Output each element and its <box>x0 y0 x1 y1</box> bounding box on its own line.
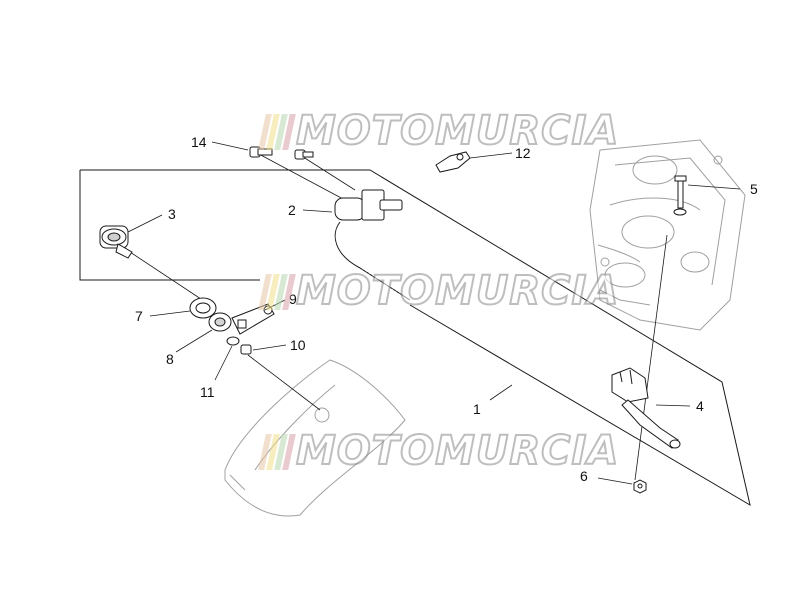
callout-2: 2 <box>288 202 296 218</box>
part-8-bushing <box>208 312 232 332</box>
callout-labels: 1 2 3 4 5 6 7 8 9 10 11 12 14 <box>135 134 758 484</box>
callout-4: 4 <box>696 398 704 414</box>
callout-11: 11 <box>200 384 215 400</box>
watermark-stripes <box>258 434 296 470</box>
watermark-top: MOTOMURCIA <box>258 107 619 155</box>
callout-1: 1 <box>473 401 481 417</box>
part-5-bolt <box>673 175 687 216</box>
callout-5: 5 <box>750 181 758 197</box>
watermark-stripes <box>258 274 296 310</box>
part-4-bracket <box>611 367 681 449</box>
part-7-ring <box>189 297 217 319</box>
leader-lines <box>127 141 741 485</box>
part-14-screw <box>249 146 273 158</box>
callout-7: 7 <box>135 308 143 324</box>
callout-9: 9 <box>289 291 297 307</box>
part-2-switch <box>334 189 411 301</box>
watermark-text: MOTOMURCIA <box>295 427 620 475</box>
watermark-text: MOTOMURCIA <box>295 267 620 315</box>
scooter-frame-sketch <box>589 139 746 331</box>
watermark-middle: MOTOMURCIA <box>258 267 619 315</box>
part-3-knob <box>99 225 133 259</box>
callout-3: 3 <box>168 206 176 222</box>
part-small-screw <box>294 149 314 160</box>
watermark-text: MOTOMURCIA <box>295 107 620 155</box>
assembly-outline <box>79 169 751 507</box>
watermark-bottom: MOTOMURCIA <box>258 427 619 475</box>
callout-12: 12 <box>515 145 531 161</box>
callout-14: 14 <box>191 134 207 150</box>
watermark-stripes <box>258 114 296 150</box>
part-12-key <box>435 151 471 173</box>
callout-10: 10 <box>290 337 306 353</box>
part-10-screw <box>240 344 252 355</box>
part-11-washer <box>226 336 240 346</box>
callout-8: 8 <box>166 351 174 367</box>
part-6-nut <box>633 479 647 494</box>
callout-6: 6 <box>580 468 588 484</box>
part-9-lever <box>231 303 275 335</box>
